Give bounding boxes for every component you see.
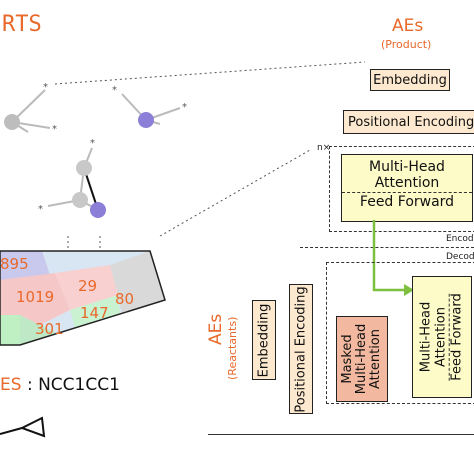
decoder-layer-label: Multi-Head Attention Feed Forward (419, 293, 465, 381)
region-label: 895 (0, 255, 29, 273)
smiles-value: NCC1CC1 (38, 375, 120, 395)
fragment-ring: * * (38, 138, 106, 218)
cyclopropane-structure (0, 416, 46, 438)
rts-title: RTS (2, 12, 42, 37)
encoder-layer-box: Multi-Head Attention Feed Forward (341, 154, 473, 222)
decoder-positional-encoding-label: Positional Encoding (293, 285, 309, 413)
encoder-block (329, 146, 474, 232)
decoder-masked-label: Masked Multi-Head Attention (340, 323, 383, 395)
svg-text:*: * (43, 82, 48, 93)
decoder-mha-line2: Attention (434, 307, 449, 367)
decoder-embedding-label: Embedding (256, 303, 272, 377)
region-label: 1019 (16, 288, 55, 306)
fragment-left: * * (4, 82, 57, 135)
decoder-positional-encoding-box: Positional Encoding (289, 284, 313, 414)
encoder-repeat-label: n× (317, 143, 331, 153)
svg-text:*: * (112, 85, 117, 96)
decoder-mha-line1: Multi-Head (419, 301, 434, 373)
decoder-embedding-box: Embedding (252, 300, 276, 380)
region-label: 29 (78, 277, 98, 295)
masked-line1: Masked (340, 334, 355, 384)
encoder-divider (342, 192, 472, 193)
smiles-separator: : (26, 375, 33, 395)
decoder-feed-forward: Feed Forward (449, 293, 465, 381)
svg-text:*: * (90, 138, 95, 149)
encoder-positional-encoding-box: Positional Encoding (343, 110, 474, 134)
encoder-label: Encod (446, 234, 474, 244)
encoder-mha-line2: Attention (374, 175, 440, 191)
molecule-graph-illustration: * * * * * * (4, 82, 187, 218)
ae-product-title: AEs (392, 16, 424, 36)
decoder-label: Decod (446, 252, 474, 262)
svg-text:*: * (52, 124, 57, 135)
encoder-mha-line1: Multi-Head (369, 159, 445, 175)
smiles-prefix: ES (0, 375, 22, 395)
encoder-embedding-box: Embedding (370, 69, 450, 91)
ae-reactants-title: AEs (206, 313, 226, 345)
svg-text:*: * (38, 204, 43, 215)
encoder-decoder-separator (300, 247, 474, 248)
region-label: 301 (35, 320, 64, 338)
ae-product-subtitle: (Product) (381, 38, 432, 51)
bottom-rule (208, 434, 474, 435)
decoder-masked-attention-box: Masked Multi-Head Attention (336, 316, 388, 402)
fragment-right: * * (112, 85, 187, 128)
svg-text:*: * (182, 102, 187, 113)
encoder-feed-forward: Feed Forward (359, 194, 455, 210)
masked-line3: Attention (368, 329, 383, 389)
decoder-layer-box: Multi-Head Attention Feed Forward (412, 276, 472, 398)
partition-map (0, 250, 166, 346)
ae-reactants-subtitle: (Reactants) (226, 316, 239, 380)
decoder-block (326, 262, 474, 404)
masked-line2: Multi-Head (354, 323, 369, 395)
region-label: 80 (115, 290, 135, 308)
smiles-line: ES : NCC1CC1 (0, 375, 120, 395)
region-label: 147 (80, 304, 109, 322)
